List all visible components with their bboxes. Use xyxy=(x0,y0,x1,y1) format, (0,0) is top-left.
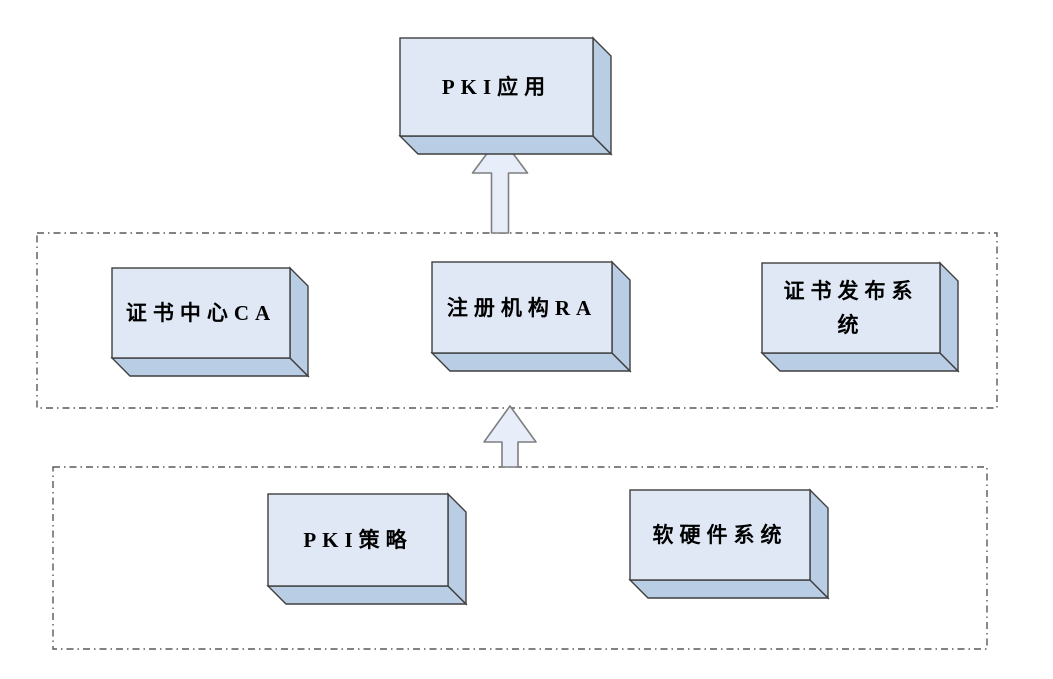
box-front-face xyxy=(761,262,941,354)
pki-application-label: PKI应用 xyxy=(441,75,552,99)
certificate-authority-label: 证书中心CA xyxy=(125,301,277,325)
box-right-face xyxy=(809,488,829,600)
pki-policy-label: PKI策略 xyxy=(303,528,413,552)
box-certificate-authority xyxy=(110,266,310,378)
box-bottom-face xyxy=(628,579,830,599)
box-pki-policy xyxy=(266,492,468,606)
box-bottom-face xyxy=(110,357,310,377)
certificate-publishing-system-label: 证书发布系统 xyxy=(783,279,919,337)
registration-authority-label: 注册机构RA xyxy=(446,295,598,320)
box-registration-authority xyxy=(430,260,632,373)
box-right-face xyxy=(592,36,612,156)
box-bottom-face xyxy=(266,585,468,605)
box-certificate-publishing-system xyxy=(760,261,960,373)
box-front-face xyxy=(267,493,449,587)
box-software-hardware-system xyxy=(628,488,830,600)
box-bottom-face xyxy=(760,352,960,372)
software-hardware-system-label: 软硬件系统 xyxy=(652,523,788,547)
box-front-face xyxy=(431,261,613,354)
box-front-face xyxy=(111,267,291,359)
box-front-face xyxy=(399,37,594,137)
box-bottom-face xyxy=(430,352,632,372)
bottom-layer-dashed-container xyxy=(52,466,988,650)
box-front-face xyxy=(629,489,811,581)
box-right-face xyxy=(447,492,467,606)
middle-layer-dashed-container xyxy=(36,232,998,409)
box-right-face xyxy=(611,260,631,373)
box-bottom-face xyxy=(398,135,613,155)
box-right-face xyxy=(289,266,309,378)
up-arrow-middle-to-top-icon xyxy=(471,135,529,234)
up-arrow-bottom-to-middle-icon xyxy=(483,405,537,468)
box-pki-application xyxy=(398,36,613,156)
box-right-face xyxy=(939,261,959,373)
